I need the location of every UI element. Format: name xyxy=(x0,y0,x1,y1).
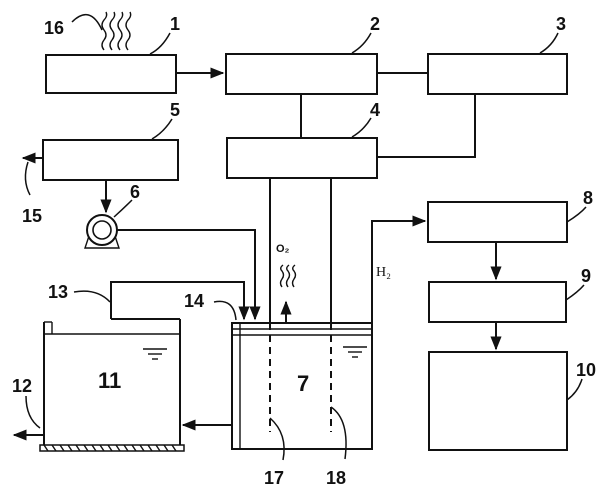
label-6: 6 xyxy=(130,182,140,202)
label-14: 14 xyxy=(184,291,204,311)
leader-1 xyxy=(149,32,171,55)
leader-4 xyxy=(351,117,372,138)
block-1 xyxy=(45,54,177,94)
label-4: 4 xyxy=(370,100,380,120)
block-5 xyxy=(42,139,179,181)
leader-15 xyxy=(24,161,31,196)
oxygen-waves-icon xyxy=(279,264,297,288)
label-8: 8 xyxy=(583,188,593,208)
block-9 xyxy=(428,281,567,323)
water-level-icon-11 xyxy=(143,348,167,360)
label-3: 3 xyxy=(556,14,566,34)
hydrogen-label: H₂ xyxy=(376,265,391,280)
leader-16 xyxy=(71,13,103,31)
block-3 xyxy=(427,53,568,95)
label-16: 16 xyxy=(44,18,64,38)
label-1: 1 xyxy=(170,14,180,34)
block-2 xyxy=(225,53,378,95)
block-10 xyxy=(428,351,568,451)
label-5: 5 xyxy=(170,100,180,120)
tank-7 xyxy=(231,178,373,450)
leader-6 xyxy=(113,199,133,218)
heat-waves-icon xyxy=(101,11,132,51)
pump-icon xyxy=(84,214,120,249)
block-8 xyxy=(427,201,568,243)
leader-10 xyxy=(566,378,583,401)
label-2: 2 xyxy=(370,14,380,34)
arrow-hydrogen-to-8 xyxy=(371,215,427,323)
label-10: 10 xyxy=(576,360,596,380)
block-4 xyxy=(226,137,378,179)
tank-11-base-hatch xyxy=(43,444,177,452)
leader-13 xyxy=(73,290,111,303)
line-3-to-4 xyxy=(377,94,476,158)
label-13: 13 xyxy=(48,282,68,302)
leader-8 xyxy=(566,206,587,223)
leader-14 xyxy=(213,300,237,321)
label-17: 17 xyxy=(264,468,284,488)
label-12: 12 xyxy=(12,376,32,396)
leader-2 xyxy=(351,32,372,54)
label-15: 15 xyxy=(22,206,42,226)
tank-11 xyxy=(39,318,185,452)
oxygen-label: O₂ xyxy=(276,243,290,255)
arrow-pump-to-7 xyxy=(117,229,261,321)
water-level-icon-7 xyxy=(343,346,367,358)
leader-12 xyxy=(25,395,41,429)
arrow-11-to-7 xyxy=(110,281,250,321)
label-9: 9 xyxy=(581,266,591,286)
label-11: 11 xyxy=(98,368,121,393)
label-18: 18 xyxy=(326,468,346,488)
label-7: 7 xyxy=(297,371,309,396)
leader-3 xyxy=(539,32,559,54)
leader-5 xyxy=(151,118,173,140)
leader-18 xyxy=(330,406,347,460)
leader-9 xyxy=(565,284,585,301)
leader-17 xyxy=(269,417,285,461)
